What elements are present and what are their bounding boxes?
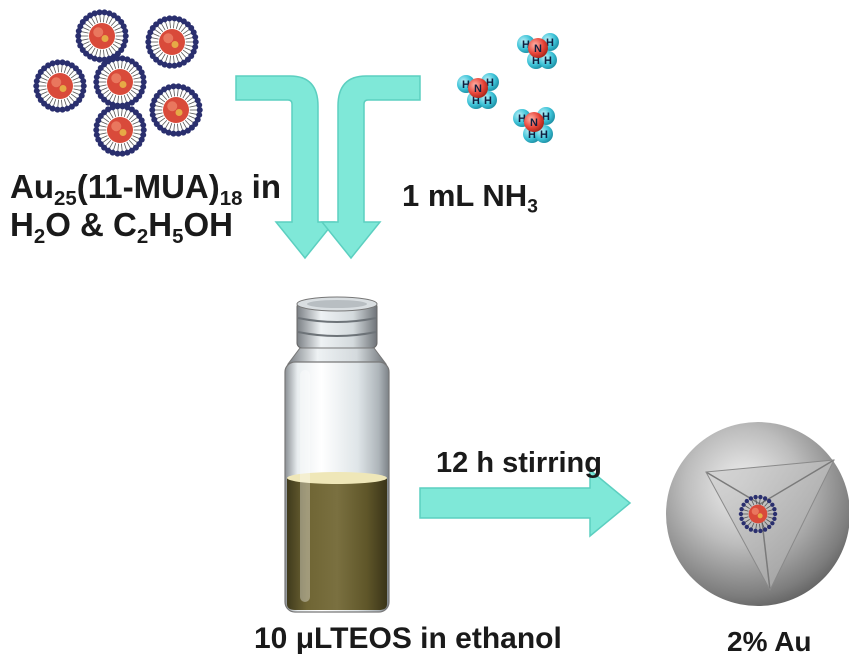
hydrogen-atom-label: H (486, 77, 494, 89)
nitrogen-atom-label: N (474, 83, 482, 95)
au-nanocluster-icon (145, 15, 199, 69)
glass-vial-icon (284, 296, 390, 613)
cluster-formula-sub2: 18 (219, 187, 243, 211)
cluster-formula-ligand: (11-MUA) (76, 168, 220, 205)
right-bent-arrow (320, 75, 421, 260)
au-nanocluster-group (33, 9, 203, 157)
hydrogen-atom-label: H (522, 39, 530, 51)
hydrogen-atom-label: H (472, 95, 480, 107)
stirring-arrow (419, 468, 632, 538)
embedded-au-cluster-icon (738, 494, 778, 534)
product-label: 2% Au (727, 626, 812, 657)
hydrogen-atom-label: H (546, 37, 554, 49)
hydrogen-atom-label: H (540, 129, 548, 141)
cluster-formula-sub1: 25 (54, 187, 77, 211)
solvent-o-c: O & C (45, 206, 137, 243)
hydrogen-atom-label: H (462, 79, 470, 91)
cluster-label-line1: Au25(11-MUA)18 in (10, 168, 281, 209)
hydrogen-atom-label: H (518, 113, 526, 125)
hydrogen-atom-label: H (532, 55, 540, 67)
au-nanocluster-icon (75, 9, 129, 63)
solvent-h: H (10, 206, 34, 243)
ammonia-label-text: 1 mL NH (402, 178, 528, 213)
nitrogen-atom-label: N (530, 117, 538, 129)
solvent-h-sub: 2 (33, 225, 46, 249)
solvent-c-sub: 2 (136, 225, 149, 249)
stirring-label: 12 h stirring (436, 447, 602, 479)
cluster-formula-base: Au (10, 168, 54, 205)
teos-label: 10 μLTEOS in ethanol (254, 622, 562, 655)
au-nanocluster-icon (33, 59, 87, 113)
hydrogen-atom-label: H (542, 111, 550, 123)
au-nanocluster-icon (93, 103, 147, 157)
au-nanocluster-icon (93, 55, 147, 109)
hydrogen-atom-label: H (484, 95, 492, 107)
solvent-h2: H (148, 206, 173, 243)
ammonia-label-sub: 3 (527, 196, 538, 218)
cluster-formula-tail: in (242, 168, 281, 205)
left-bent-arrow (235, 75, 336, 260)
ammonia-label: 1 mL NH3 (402, 178, 538, 217)
hydrogen-atom-label: H (528, 129, 536, 141)
au-nanocluster-icon (738, 494, 778, 534)
cluster-label-line2: H2O & C2H5OH (10, 206, 233, 247)
au-nanocluster-icon (149, 83, 203, 137)
solvent-oh: OH (183, 206, 233, 243)
solvent-h2-sub: 5 (172, 225, 184, 249)
silica-sphere-icon (666, 422, 849, 606)
nitrogen-atom-label: N (534, 43, 542, 55)
hydrogen-atom-label: H (544, 55, 552, 67)
